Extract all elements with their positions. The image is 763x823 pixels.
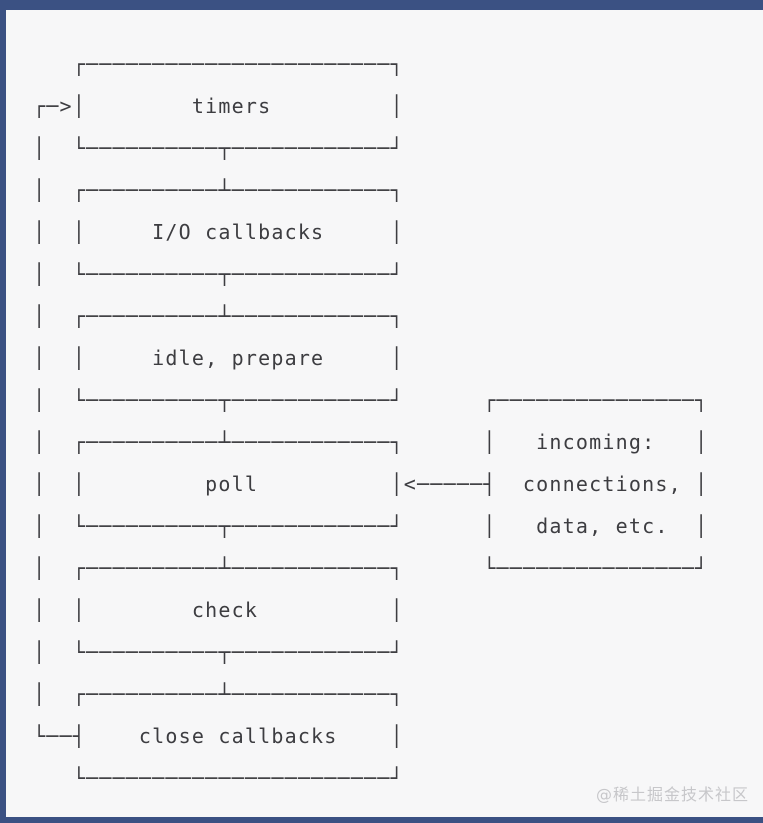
event-loop-ascii-diagram: ┌───────────────────────┐ ┌─>│ timers │ … [33, 52, 709, 790]
watermark-text: @稀土掘金技术社区 [595, 785, 749, 804]
